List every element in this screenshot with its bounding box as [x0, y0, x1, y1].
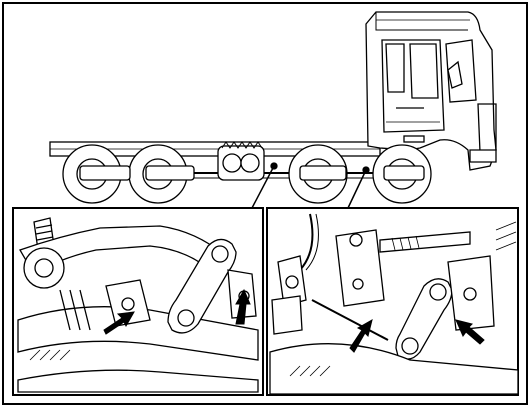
- cab: [365, 11, 497, 171]
- rear-axle-housing-1: [79, 165, 131, 181]
- arrow-right-1: [349, 318, 373, 353]
- chassis-frame: [49, 141, 381, 157]
- transfer-case: [217, 141, 265, 181]
- rear-axle-housing-2: [145, 165, 195, 181]
- front-axle-housing-1: [299, 165, 347, 181]
- truck-side-view: [49, 11, 497, 209]
- callout-point-right: [362, 166, 370, 174]
- callout-point-left: [270, 162, 278, 170]
- detail-panel-right: [266, 207, 519, 396]
- arrow-left-1: [103, 311, 135, 335]
- indicator-arrows-left: [103, 288, 251, 335]
- suspension-linkage-right: [269, 213, 519, 395]
- suspension-linkage-left: [17, 217, 259, 393]
- arrow-right-2: [455, 319, 485, 345]
- indicator-arrows-right: [349, 318, 485, 353]
- arrow-left-2: [235, 288, 251, 325]
- callout-leader-left: [251, 165, 275, 209]
- front-axle-housing-2: [383, 165, 425, 181]
- callout-leader-right: [347, 169, 367, 209]
- detail-panel-left: [12, 207, 264, 396]
